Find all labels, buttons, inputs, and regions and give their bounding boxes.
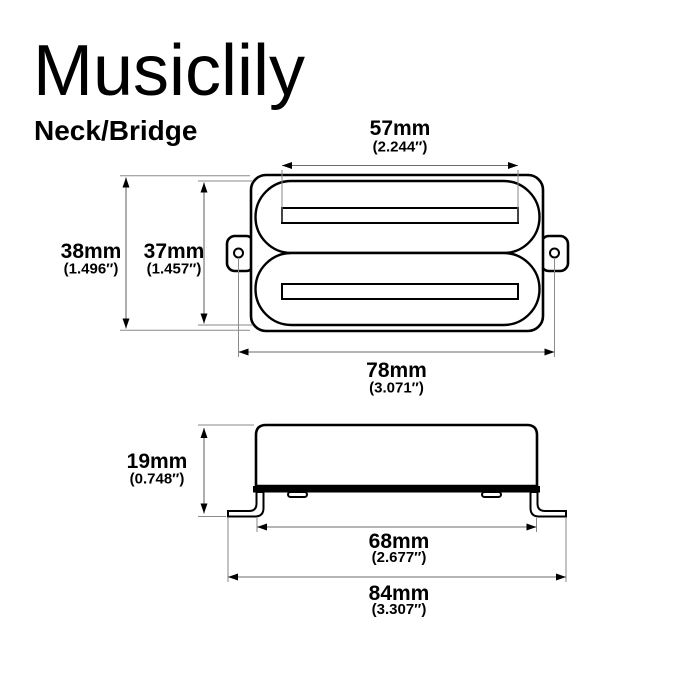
dimension-label-inch: (1.457″) — [147, 261, 202, 278]
dimension-label-mm: 38mm — [61, 240, 122, 263]
baseplate-bar — [253, 486, 540, 493]
mounting-leg-left — [227, 491, 265, 518]
dimension-label-mm: 78mm — [366, 359, 427, 382]
dimension-hole-spacing: 78mm (3.071″) — [238, 258, 555, 397]
rail-blade-top — [281, 207, 519, 224]
dimension-label-mm: 57mm — [370, 117, 431, 140]
dimension-label-mm: 68mm — [369, 530, 430, 553]
dimension-label-inch: (0.748″) — [130, 471, 185, 488]
dimension-label-mm: 37mm — [144, 240, 205, 263]
dimension-baseplate-length: 68mm (2.677″) — [256, 518, 537, 566]
dimension-label-inch: (1.496″) — [64, 261, 119, 278]
dimension-label-inch: (2.244″) — [373, 139, 428, 156]
dimension-label-mm: 84mm — [369, 582, 430, 605]
pickup-position-label: Neck/Bridge — [34, 115, 197, 146]
dimension-cover-height: 37mm (1.457″) — [144, 180, 253, 326]
dimension-pickup-depth: 19mm (0.748″) — [127, 424, 254, 517]
baseplate-tab-right — [481, 491, 502, 498]
rail-blade-bottom — [281, 283, 519, 300]
screw-hole-right — [549, 247, 560, 259]
dimension-label-inch: (3.071″) — [369, 380, 424, 397]
pickup-side-body — [254, 423, 539, 488]
screw-hole-left — [233, 247, 244, 259]
dimension-overall-length: 84mm (3.307″) — [227, 518, 567, 618]
dimension-overall-height: 38mm (1.496″) — [61, 175, 250, 331]
baseplate-tab-left — [287, 491, 308, 498]
pickup-top-view: 57mm (2.244″) 38mm (1.496″) 37mm (1.457″… — [61, 117, 570, 397]
dimension-rail-length: 57mm (2.244″) — [281, 117, 519, 222]
dimension-label-inch: (2.677″) — [372, 549, 427, 566]
dimension-label-inch: (3.307″) — [372, 601, 427, 618]
dimension-label-mm: 19mm — [127, 450, 188, 473]
mounting-leg-right — [529, 491, 567, 518]
brand-logo: Musiclily — [33, 31, 305, 111]
pickup-side-view: 19mm (0.748″) 68mm (2.677″) 84mm (3.307″… — [127, 423, 567, 618]
